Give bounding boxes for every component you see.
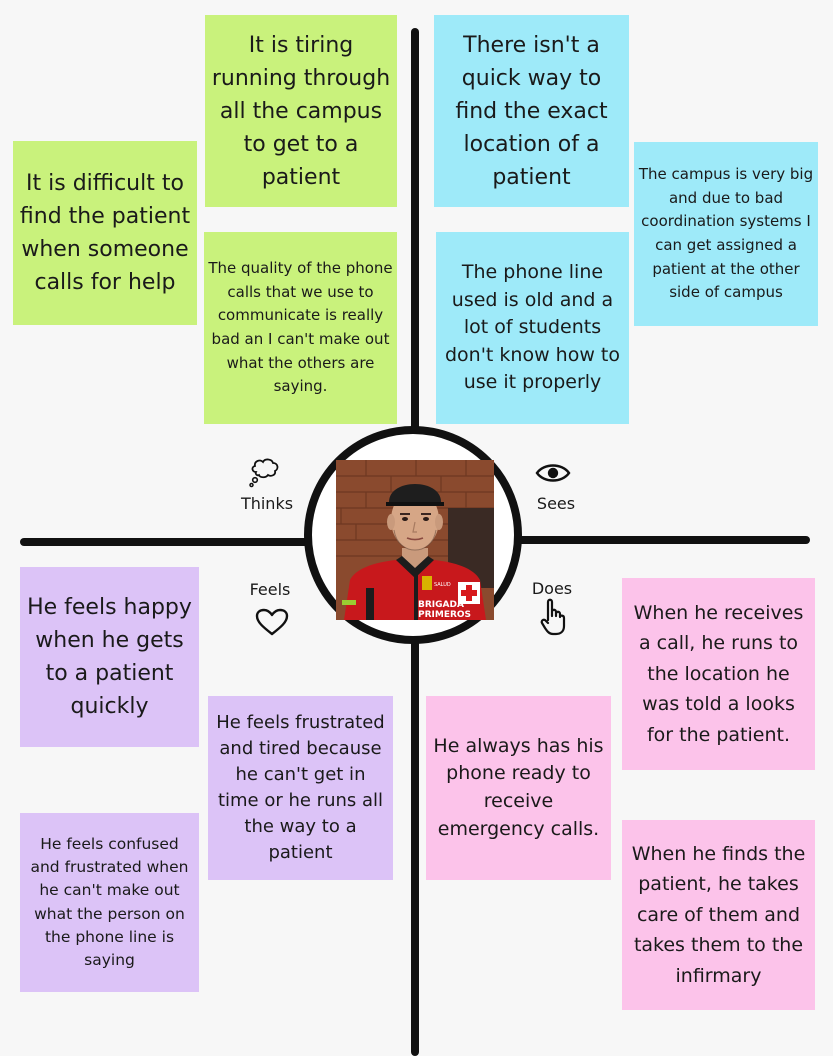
jacket-text-2: PRIMEROS [418,610,471,620]
vertical-axis-bottom [411,640,419,1056]
feels-note-1: He feels happy when he gets to a patient… [20,567,199,747]
thinks-label: Thinks [240,494,294,513]
pointer-hand-icon [540,598,568,640]
does-note-3: When he finds the patient, he takes care… [622,820,815,1010]
sees-note-1: There isn't a quick way to find the exac… [434,15,629,207]
thinks-note-2: It is difficult to find the patient when… [13,141,197,325]
jacket-badge-text: SALUD [434,582,451,588]
feels-label: Feels [249,580,291,599]
does-note-2: He always has his phone ready to receive… [426,696,611,880]
thinks-note-1: It is tiring running through all the cam… [205,15,397,207]
sees-note-2: The campus is very big and due to bad co… [634,142,818,326]
horizontal-axis-left [20,538,312,546]
feels-note-2: He feels frustrated and tired because he… [208,696,393,880]
jacket-text-1: BRIGADA [418,600,464,610]
thought-bubble-icon [248,456,282,492]
persona-photo: SALUD BRIGADA PRIMEROS [336,460,494,620]
eye-icon [535,462,571,488]
feels-note-3: He feels confused and frustrated when he… [20,813,199,992]
sees-label: Sees [536,494,576,513]
vertical-axis-top [411,28,419,432]
horizontal-axis-right [514,536,810,544]
sees-note-3: The phone line used is old and a lot of … [436,232,629,424]
thinks-note-3: The quality of the phone calls that we u… [204,232,397,424]
heart-icon [255,608,289,640]
does-note-1: When he receives a call, he runs to the … [622,578,815,770]
does-label: Does [531,579,573,598]
